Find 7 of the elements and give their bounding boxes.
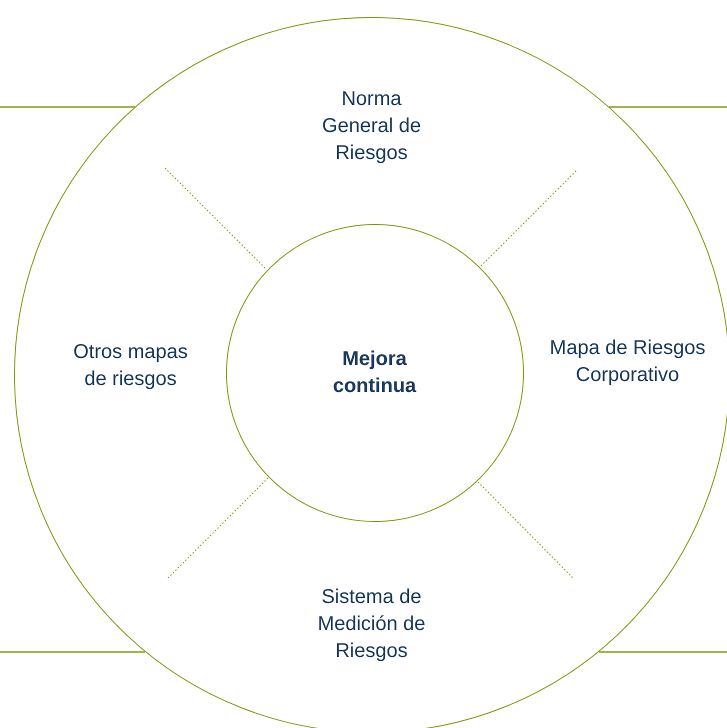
segment-label: Norma General de Riesgos [321,87,422,166]
segment-label: Mejora continua [332,346,418,398]
segment-label: Otros mapas de riesgos [72,340,189,392]
circle-outline [14,17,727,728]
segment-label: Mapa de Riesgos Corporativo [548,336,706,388]
center-circle [226,224,524,522]
segment-label: Sistema de Medición de Riesgos [316,585,426,664]
